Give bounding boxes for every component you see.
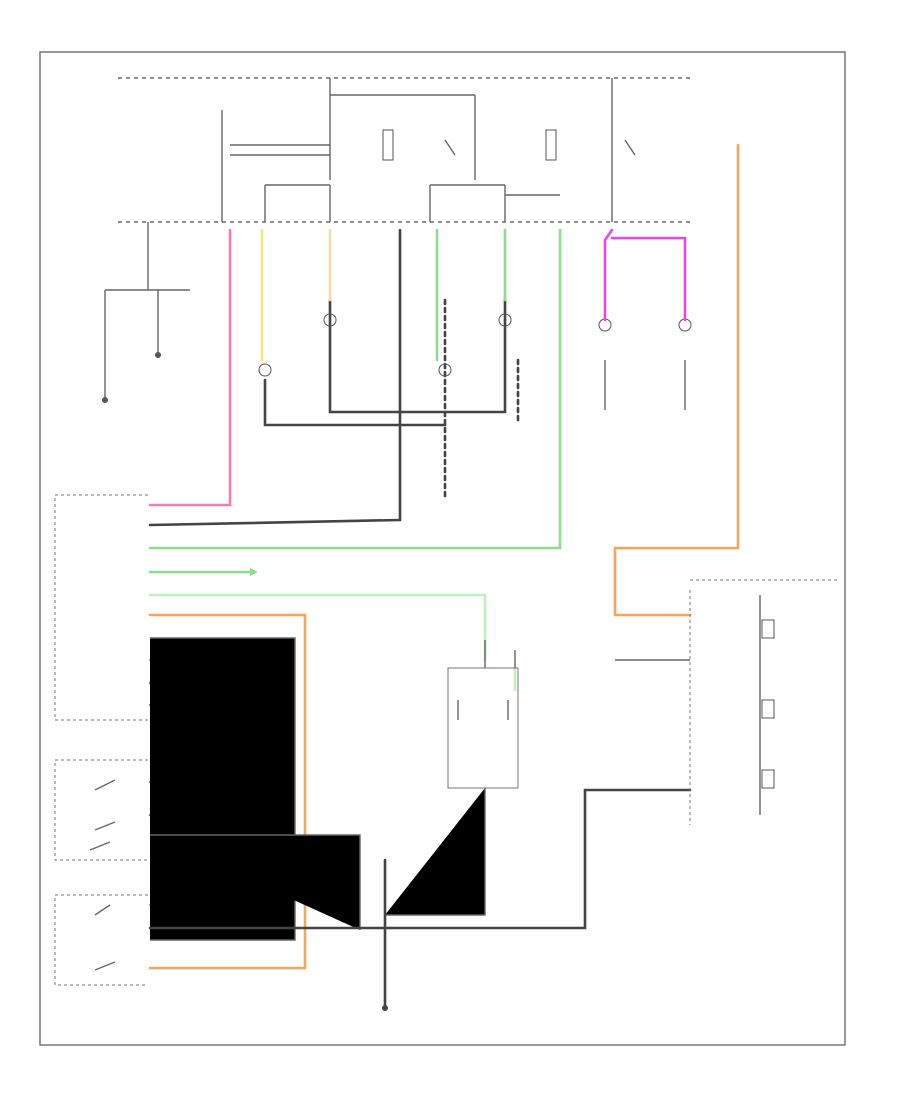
green-arrow-icon <box>250 568 258 576</box>
wire-black-bcm <box>148 518 402 527</box>
wire-green-3 <box>148 228 562 550</box>
cluster-indicator-3 <box>761 769 775 789</box>
cluster-indicator-2 <box>761 699 775 719</box>
lamp-ground-wires <box>263 228 686 522</box>
lamp-right-front-1 <box>323 313 337 327</box>
instrument-panel-cluster <box>615 579 840 825</box>
left-ground-components <box>102 289 190 403</box>
wire-orange-headlamp <box>148 613 307 970</box>
ground-symbol <box>382 1005 388 1011</box>
wire-light-green <box>148 593 487 662</box>
lamp-left-front-1 <box>258 363 272 377</box>
fuse-block <box>147 78 636 290</box>
wire-magenta-2 <box>610 236 687 322</box>
flasher-module <box>385 640 519 916</box>
wire-magenta-1 <box>603 228 614 322</box>
relay-switch-1 <box>444 139 456 156</box>
ground-connector-1 <box>102 397 108 403</box>
diagram-border <box>39 51 846 1046</box>
turn-signal-switch <box>54 759 361 930</box>
ground-connector-2 <box>155 352 161 358</box>
lamp-left-front-2 <box>438 363 452 377</box>
relay-switch-2 <box>624 139 636 156</box>
wire-red <box>148 228 232 507</box>
fuse-1 <box>382 129 394 161</box>
cluster-indicator-1 <box>761 619 775 639</box>
wire-orange-cluster <box>613 143 740 617</box>
ground-junction <box>148 788 692 1011</box>
body-control-module <box>54 494 148 721</box>
lamp-right-front-2 <box>498 313 512 327</box>
fuse-2 <box>545 129 557 161</box>
lamps <box>258 313 692 377</box>
wire-gray-bcm <box>150 637 296 941</box>
headlamp-switch <box>54 894 148 986</box>
wire-gray-turn <box>150 834 361 930</box>
